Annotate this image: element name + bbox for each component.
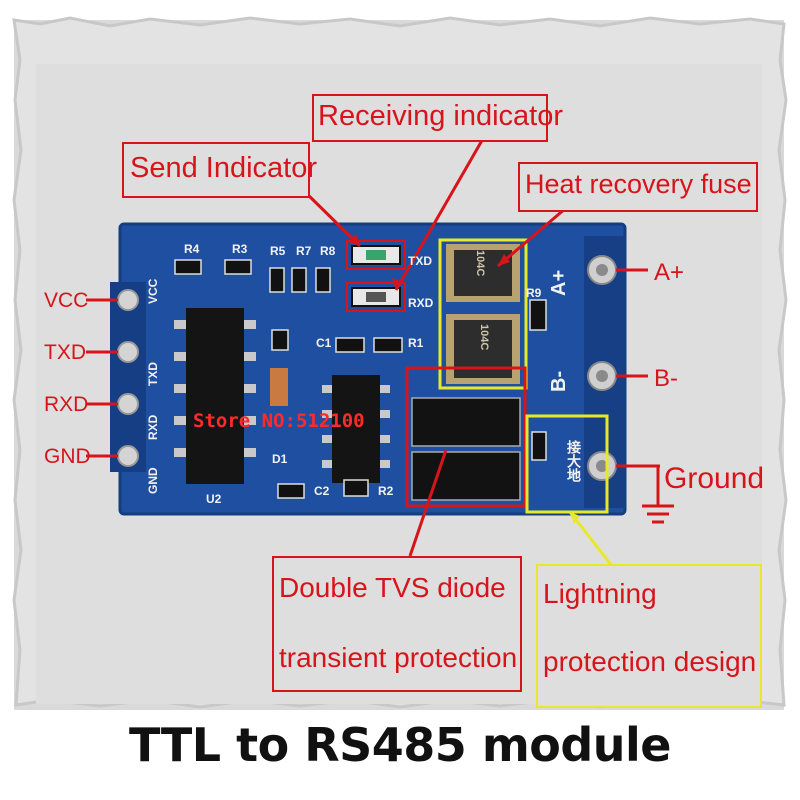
diode-d1 <box>270 368 288 406</box>
fuse-highlight-box <box>438 238 528 390</box>
send-indicator-label: Send Indicator <box>130 152 318 184</box>
silk-r8: R8 <box>320 244 336 258</box>
silk-a-plus: A+ <box>548 269 570 296</box>
module-title: TTL to RS485 module <box>128 718 672 772</box>
pointer-lightning <box>568 511 614 567</box>
tvs-diode-box <box>272 556 522 692</box>
pin-label-b-minus: B- <box>654 365 678 392</box>
transceiver-chip <box>322 375 390 483</box>
silk-r1: R1 <box>408 336 424 350</box>
left-pin-header <box>110 282 146 472</box>
silk-r4: R4 <box>184 242 200 256</box>
u2-chip <box>174 308 256 484</box>
silk-r3: R3 <box>232 242 248 256</box>
tvs-diode-label-line2: transient protection <box>279 642 518 673</box>
receiving-indicator-label: Receiving indicator <box>318 100 564 132</box>
lightning-protection-box <box>536 564 762 708</box>
silk-r5: R5 <box>270 244 286 258</box>
silk-txd-vertical: TXD <box>146 362 160 386</box>
led-indicators <box>351 245 401 307</box>
silk-u2: U2 <box>206 492 222 506</box>
tvs-diode-label-line1: Double TVS diode <box>279 572 506 603</box>
lightning-highlight-box <box>525 414 609 514</box>
pointer-tvs <box>408 449 448 557</box>
pointer-receive <box>394 129 490 291</box>
silk-c2: C2 <box>314 484 330 498</box>
silk-fuse-code-1: 104C <box>474 250 486 277</box>
pin-label-gnd: GND <box>44 445 91 468</box>
silk-gnd-vertical: GND <box>146 467 160 494</box>
lightning-label-line2: protection design <box>543 646 757 677</box>
send-led-box <box>346 240 406 270</box>
store-watermark: Store NO:512100 <box>193 410 365 432</box>
silk-c1: C1 <box>316 336 332 350</box>
pin-label-vcc: VCC <box>44 289 89 312</box>
silk-rxd-vertical: RXD <box>146 414 160 440</box>
silk-d1: D1 <box>272 452 288 466</box>
silk-rxd: RXD <box>408 296 434 310</box>
pin-label-rxd: RXD <box>44 393 89 416</box>
silk-r2: R2 <box>378 484 394 498</box>
send-indicator-box <box>122 142 310 198</box>
silk-b-minus: B- <box>548 370 570 392</box>
tvs-diodes <box>411 397 521 501</box>
silk-fuse-code-2: 104C <box>478 324 490 351</box>
silk-vcc-vertical: VCC <box>146 278 160 304</box>
ground-symbol-icon <box>642 466 674 524</box>
pointer-send <box>301 188 362 248</box>
right-terminal <box>584 236 626 508</box>
silk-ground-cn: 接大地 <box>566 440 582 482</box>
heat-recovery-fuse-label: Heat recovery fuse <box>525 169 752 199</box>
tvs-highlight-box <box>405 366 527 508</box>
silk-r9: R9 <box>526 286 542 300</box>
pin-label-ground: Ground <box>664 462 765 495</box>
pin-label-a-plus: A+ <box>654 259 685 286</box>
pointer-fuse <box>497 206 567 268</box>
heat-recovery-fuse-box <box>518 162 758 212</box>
silk-txd: TXD <box>408 254 432 268</box>
lightning-label-line1: Lightning <box>543 578 657 609</box>
resistors-top <box>174 259 547 499</box>
recv-led-box <box>346 282 406 312</box>
receiving-indicator-box <box>312 94 548 142</box>
silk-r7: R7 <box>296 244 312 258</box>
pin-label-txd: TXD <box>44 341 86 364</box>
